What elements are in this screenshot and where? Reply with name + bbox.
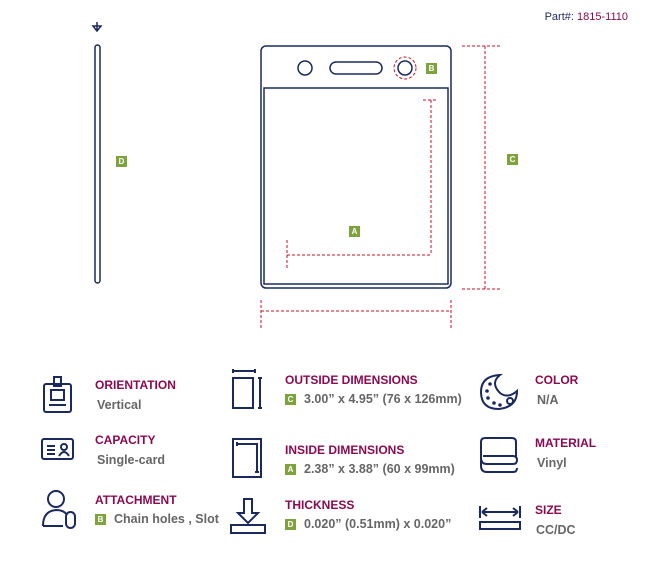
orientation-value: Vertical [97, 398, 142, 412]
thickness-label: THICKNESS [285, 498, 355, 512]
inside-dimensions-icon [232, 438, 262, 478]
part-label: Part#: [544, 11, 574, 23]
outside-text: 3.00” x 4.95” (76 x 126mm) [304, 392, 462, 406]
badge-d: D [285, 519, 296, 531]
material-value: Vinyl [537, 456, 567, 470]
color-label: COLOR [535, 373, 579, 387]
front-view [260, 45, 452, 289]
outside-dimensions-value: C 3.00” x 4.95” (76 x 126mm) [285, 392, 462, 406]
outside-dimensions-icon [232, 369, 262, 409]
size-value: CC/DC [536, 523, 576, 537]
material-icon [480, 437, 519, 473]
slot [329, 61, 383, 75]
chain-hole-right [397, 60, 413, 76]
badge-a: A [285, 464, 296, 476]
thickness-text: 0.020” (0.51mm) x 0.020” [304, 517, 452, 531]
ruler-icon [479, 506, 521, 530]
orientation-label: ORIENTATION [95, 378, 176, 392]
badge-c: C [507, 154, 518, 165]
inside-dimensions-value: A 2.38” x 3.88” (60 x 99mm) [285, 462, 455, 476]
badge-holder-diagram [91, 22, 500, 330]
chain-hole-left [297, 60, 313, 76]
inside-text: 2.38” x 3.88” (60 x 99mm) [304, 462, 455, 476]
badge-b: B [95, 514, 106, 526]
attachment-value: B Chain holes , Slot [95, 512, 219, 526]
part-number: Part#: 1815-1110 [545, 11, 628, 23]
user-clip-icon [42, 490, 76, 529]
id-badge-icon [43, 376, 72, 413]
inside-dimensions-label: INSIDE DIMENSIONS [285, 443, 405, 457]
card-window [263, 87, 449, 285]
badge-c: C [285, 394, 296, 406]
side-view [91, 22, 103, 284]
thickness-icon [230, 498, 266, 534]
capacity-value: Single-card [97, 453, 166, 467]
palette-icon [479, 373, 519, 411]
attachment-text: Chain holes , Slot [114, 512, 219, 526]
material-label: MATERIAL [535, 436, 597, 450]
badge-b: B [426, 63, 437, 74]
arrow-down-icon [91, 22, 103, 33]
attachment-label: ATTACHMENT [95, 493, 177, 507]
id-card-icon [41, 438, 74, 460]
holder-outline [260, 45, 452, 289]
capacity-label: CAPACITY [95, 433, 156, 447]
color-value: N/A [537, 393, 559, 407]
badge-d: D [116, 156, 127, 167]
dimension-lines [260, 45, 500, 330]
badge-a: A [349, 226, 360, 237]
size-label: SIZE [535, 503, 562, 517]
part-value: 1815-1110 [577, 11, 628, 23]
thickness-value: D 0.020” (0.51mm) x 0.020” [285, 517, 451, 531]
outside-dimensions-label: OUTSIDE DIMENSIONS [285, 373, 418, 387]
